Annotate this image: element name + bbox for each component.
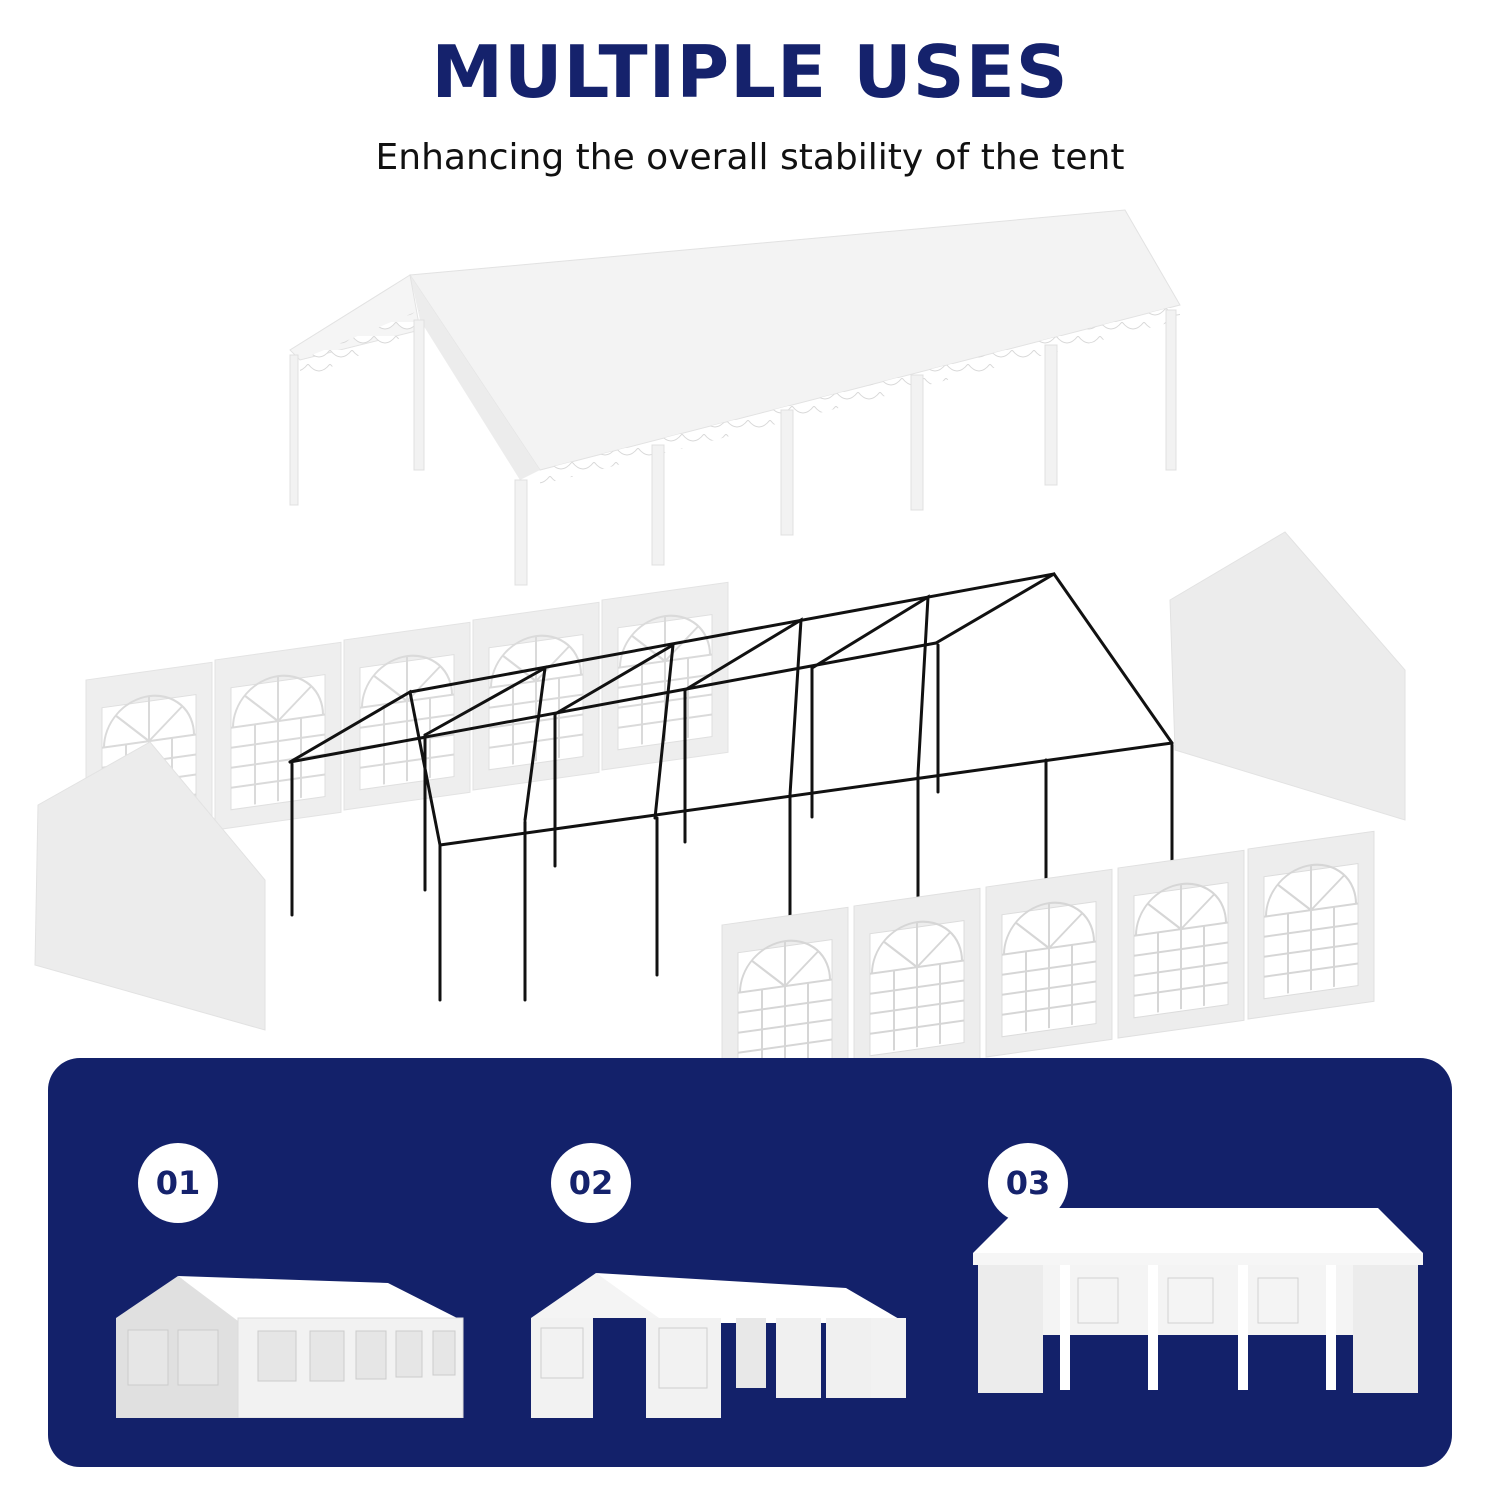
configuration-option-01: 01 bbox=[108, 1118, 528, 1418]
canopy-roof bbox=[289, 209, 1181, 586]
tent-exploded-illustration bbox=[34, 209, 1406, 1060]
tent-open-icon bbox=[973, 1208, 1423, 1393]
option-badge-02: 02 bbox=[551, 1143, 631, 1223]
configurations-panel: 01 02 bbox=[48, 1058, 1452, 1467]
option-badge-01: 01 bbox=[138, 1143, 218, 1223]
configuration-option-03: 03 bbox=[958, 1118, 1438, 1418]
front-side-walls bbox=[720, 830, 1376, 1060]
tent-enclosed-icon bbox=[116, 1276, 464, 1418]
tent-partial-icon bbox=[531, 1273, 906, 1418]
tent-frame bbox=[288, 572, 1174, 1002]
page-title: MULTIPLE USES bbox=[431, 30, 1069, 114]
configuration-option-02: 02 bbox=[526, 1118, 946, 1418]
right-gable-wall bbox=[1169, 531, 1406, 821]
left-gable-wall bbox=[34, 741, 266, 1031]
page-subtitle: Enhancing the overall stability of the t… bbox=[375, 137, 1125, 178]
